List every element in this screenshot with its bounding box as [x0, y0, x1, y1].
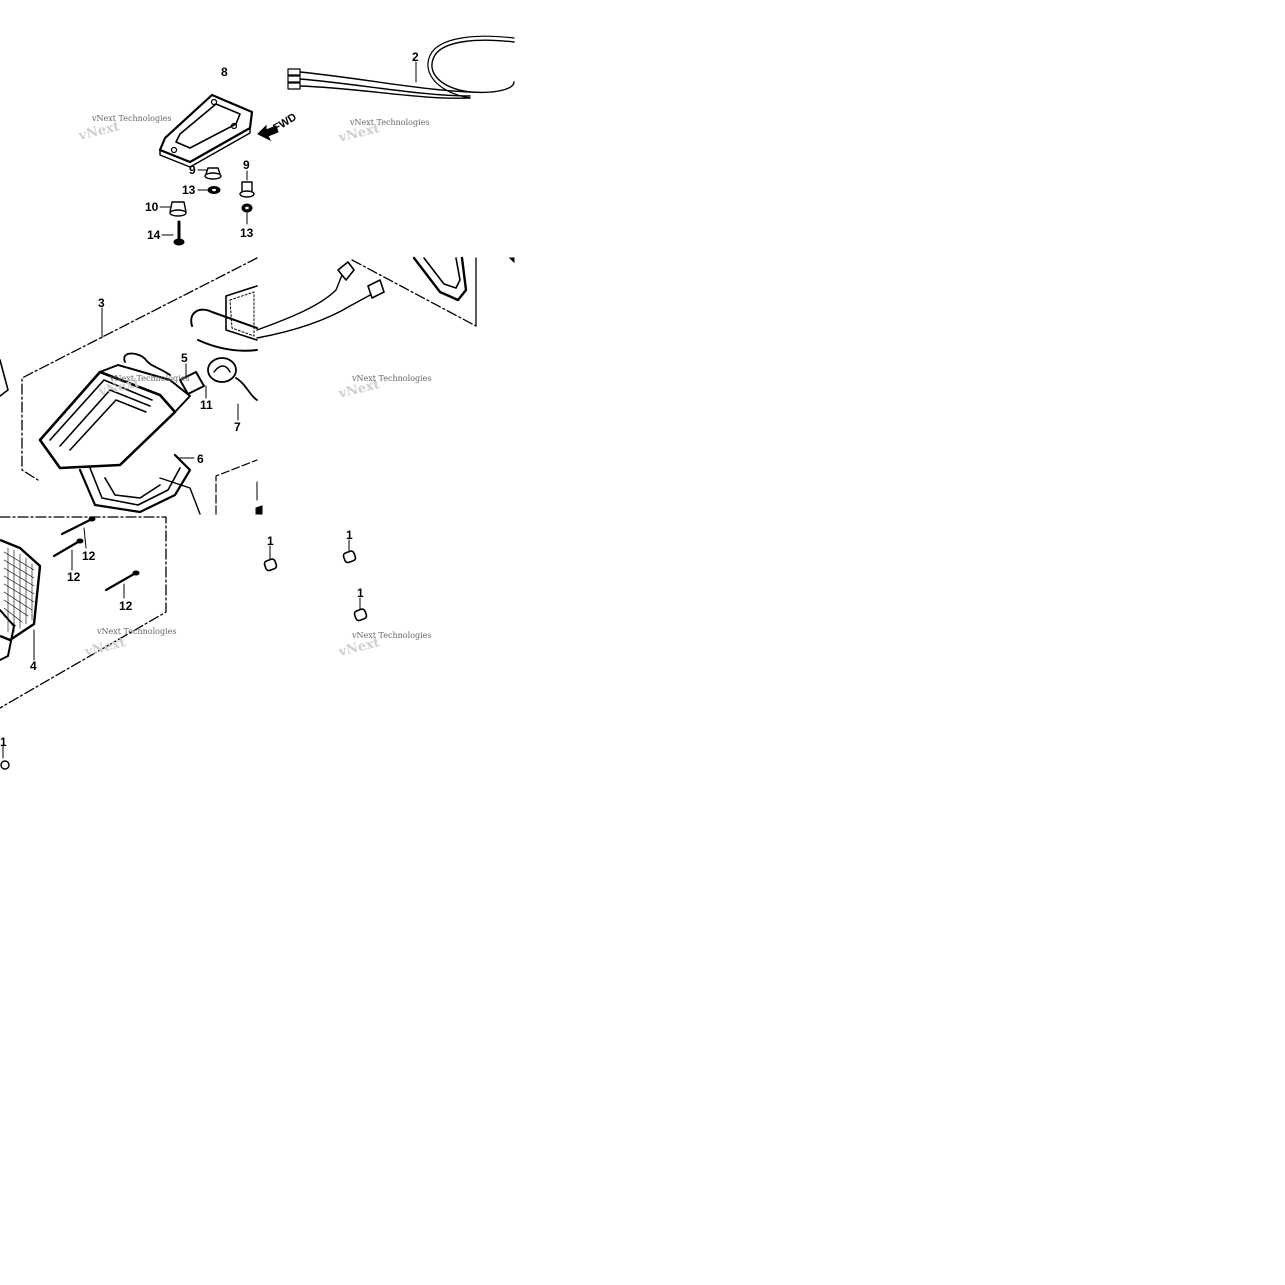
lamp-lens-and-pins — [0, 481, 368, 770]
callout-14: 14 — [147, 228, 161, 242]
fwd-label: FWD — [271, 111, 299, 134]
callout-1: 1 — [357, 586, 364, 600]
callout-8: 8 — [221, 65, 228, 79]
callout-13: 13 — [240, 226, 254, 240]
mounting-plate-part — [158, 93, 254, 168]
callout-3: 3 — [98, 296, 105, 310]
callout-2: 2 — [412, 50, 419, 64]
callout-9: 9 — [189, 163, 196, 177]
watermark-text: vNext Technologies — [91, 114, 171, 123]
callout-12: 12 — [119, 599, 133, 613]
lamp-wiring-detail — [256, 256, 515, 339]
watermark-text: vNext Technologies — [109, 374, 189, 383]
watermark-text: vNext Technologies — [349, 118, 429, 127]
watermark-text: vNext Technologies — [351, 631, 431, 640]
callout-13: 13 — [182, 183, 196, 197]
callout-1: 1 — [267, 534, 274, 548]
callout-labels: 8 2 9 9 13 10 13 14 3 5 11 7 6 12 12 12 … — [0, 50, 419, 749]
forward-arrow-icon: FWD — [257, 111, 299, 142]
callout-4: 4 — [30, 659, 37, 673]
svg-text:vNext: vNext — [76, 119, 121, 144]
tail-lamp-assembly — [0, 257, 258, 515]
callout-10: 10 — [145, 200, 159, 214]
callout-11: 11 — [200, 398, 213, 412]
callout-1: 1 — [346, 528, 353, 542]
wire-harness-part — [287, 35, 515, 99]
callout-7: 7 — [234, 420, 241, 434]
fasteners-group — [159, 167, 255, 246]
svg-text:vNext: vNext — [82, 635, 127, 660]
callout-6: 6 — [197, 452, 204, 466]
callout-5: 5 — [181, 351, 188, 365]
watermark-group: vNext vNext Technologies vNext vNext Tec… — [76, 114, 431, 660]
watermark-text: vNext Technologies — [351, 374, 431, 383]
watermark-text: vNext Technologies — [96, 627, 176, 636]
callout-12: 12 — [82, 549, 96, 563]
callout-1: 1 — [0, 735, 7, 749]
callout-9: 9 — [243, 158, 250, 172]
callout-12: 12 — [67, 570, 81, 584]
